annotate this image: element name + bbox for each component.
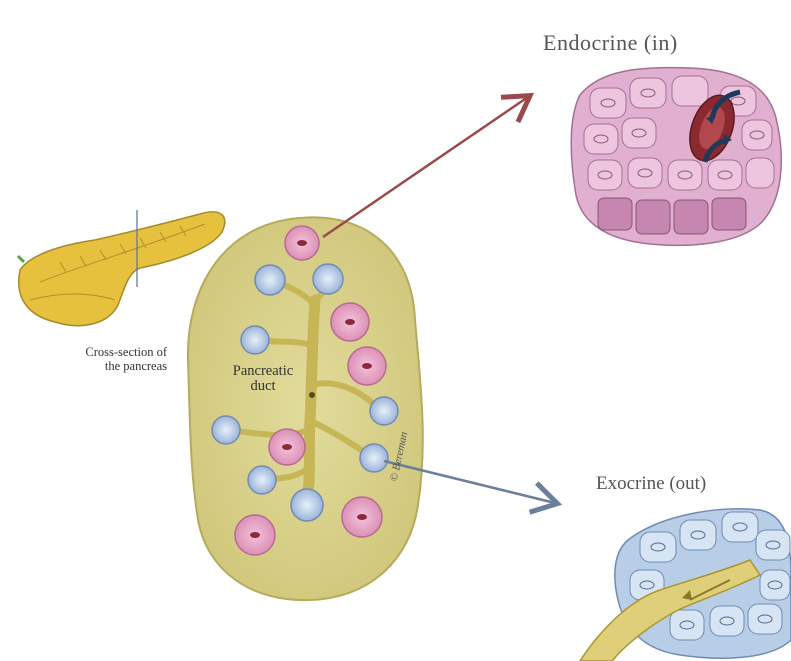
exocrine-label: Exocrine (out) [596, 473, 706, 495]
cross-section-label-line1: Cross-section of [44, 345, 167, 359]
exocrine-cluster [580, 509, 791, 661]
pancreatic-duct-label: Pancreatic duct [228, 364, 298, 394]
cross-section-label-line2: the pancreas [44, 359, 167, 373]
arrow-to-endocrine [323, 97, 528, 237]
cross-section [188, 217, 423, 600]
duct-label-line2: duct [228, 379, 298, 394]
endocrine-cluster [571, 68, 781, 246]
duct-label-line1: Pancreatic [228, 364, 298, 379]
endocrine-label: Endocrine (in) [543, 30, 678, 56]
cross-section-label: Cross-section of the pancreas [44, 345, 167, 373]
